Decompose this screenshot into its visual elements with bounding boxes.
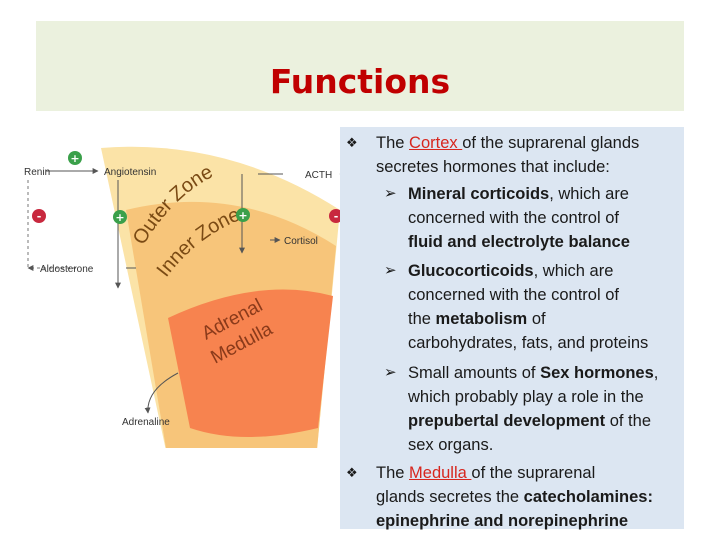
square-bullet-icon: ❖ [346,466,358,481]
page-title: Functions [269,62,451,101]
cortex-line-1: The Cortex of the suprarenal glands [376,134,640,152]
aldosterone-label: Aldosterone [40,264,94,275]
svg-text:+: + [238,209,247,222]
plus-icon: + [68,151,82,165]
arrow-bullet-icon: ➢ [384,363,397,381]
angiotensin-label: Angiotensin [104,167,156,178]
arrow-bullet-icon: ➢ [384,184,397,202]
sex-line-2: which probably play a role in the [408,388,644,406]
medulla-line-3: epinephrine and norepinephrine [376,512,629,530]
plus-icon: + [236,208,250,222]
text-panel: ❖ The Cortex of the suprarenal glands se… [340,127,684,529]
cortex-line-2: secretes hormones that include: [376,158,610,176]
svg-text:-: - [37,210,42,223]
minus-icon: - [329,209,343,223]
gland-medulla [168,289,333,437]
minus-icon: - [32,209,46,223]
gluco-line-4: carbohydrates, fats, and proteins [408,334,649,352]
medulla-line-2: glands secretes the catecholamines: [376,488,653,506]
cortex-term: Cortex [409,134,463,152]
adrenaline-label: Adrenaline [122,417,170,428]
cortisol-label: Cortisol [284,236,318,247]
mineral-line-1: Mineral corticoids, which are [408,185,629,203]
gluco-line-2: concerned with the control of [408,286,619,304]
sex-line-3: prepubertal development of the [408,412,651,430]
square-bullet-icon: ❖ [346,136,358,151]
arrow-bullet-icon: ➢ [384,261,397,279]
mineral-line-3: fluid and electrolyte balance [408,233,630,251]
medulla-term: Medulla [409,464,472,482]
svg-text:-: - [334,210,339,223]
sex-line-4: sex organs. [408,436,494,454]
renin-label: Renin [24,167,50,178]
mineral-line-2: concerned with the control of [408,209,619,227]
plus-icon: + [113,210,127,224]
gluco-line-3: the metabolism of [408,310,546,328]
svg-text:+: + [115,211,124,224]
title-band: Functions [36,21,684,111]
medulla-line-1: The Medulla of the suprarenal [376,464,596,482]
svg-text:+: + [70,152,79,165]
acth-label: ACTH [305,170,332,181]
adrenal-diagram: Outer Zone Inner Zone Adrenal Medulla Re… [24,146,351,448]
gluco-line-1: Glucocorticoids, which are [408,262,614,280]
sex-line-1: Small amounts of Sex hormones, [408,364,659,382]
